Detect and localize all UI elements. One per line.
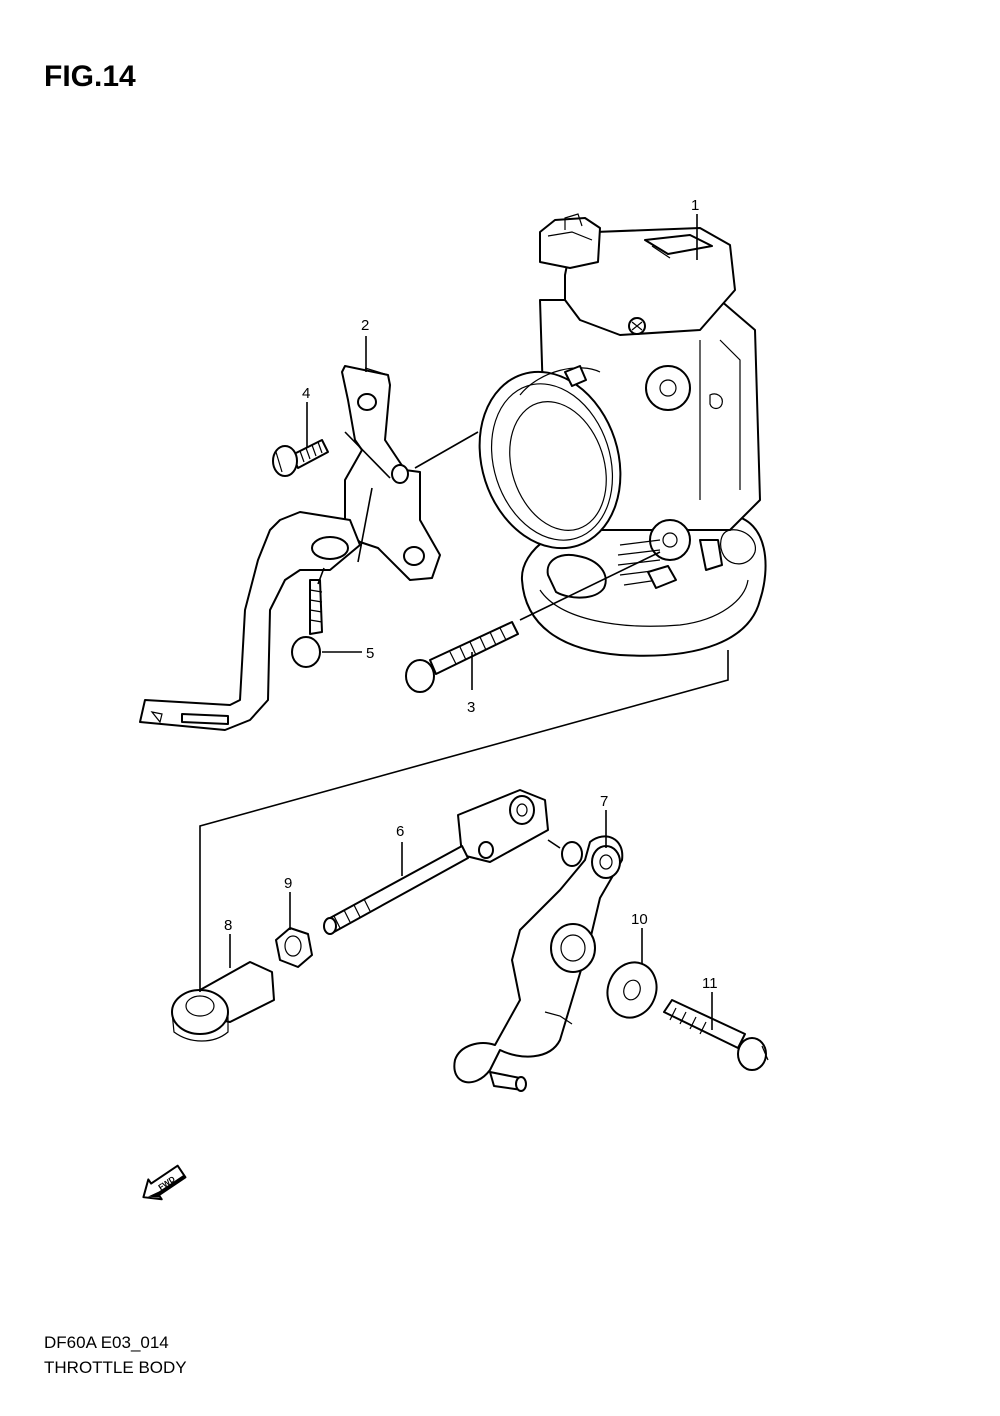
callout-numbers: 1 2 4 5 3 6 7 9 8 10 11 <box>224 197 718 992</box>
fwd-arrow-icon: FWD <box>142 1164 187 1201</box>
section-name: THROTTLE BODY <box>44 1358 187 1377</box>
bolt-3[interactable] <box>405 621 519 693</box>
model-code: DF60A E03_014 <box>44 1333 169 1352</box>
bolt-5[interactable] <box>291 579 323 668</box>
washer-10[interactable] <box>600 955 664 1024</box>
throttle-rod[interactable] <box>323 789 549 935</box>
callout-4: 4 <box>302 385 310 402</box>
throttle-body[interactable] <box>458 213 767 657</box>
rod-end-8[interactable] <box>171 961 275 1042</box>
bolt-4[interactable] <box>272 439 329 477</box>
bolt-11[interactable] <box>663 999 769 1071</box>
callout-7: 7 <box>600 793 608 810</box>
callout-10: 10 <box>631 911 648 928</box>
callout-2: 2 <box>361 317 369 334</box>
throttle-lever[interactable] <box>453 835 624 1092</box>
callout-9: 9 <box>284 875 292 892</box>
callout-1: 1 <box>691 197 699 214</box>
callout-8: 8 <box>224 917 232 934</box>
bracket-arm[interactable] <box>139 511 361 731</box>
callout-5: 5 <box>366 645 374 662</box>
figure-title: FIG.14 <box>44 60 136 93</box>
callout-3: 3 <box>467 699 475 716</box>
nut-9[interactable] <box>275 927 313 968</box>
leader-lines <box>199 214 729 1030</box>
callout-11: 11 <box>702 975 718 992</box>
callout-6: 6 <box>396 823 404 840</box>
bracket-plate[interactable] <box>341 365 441 581</box>
